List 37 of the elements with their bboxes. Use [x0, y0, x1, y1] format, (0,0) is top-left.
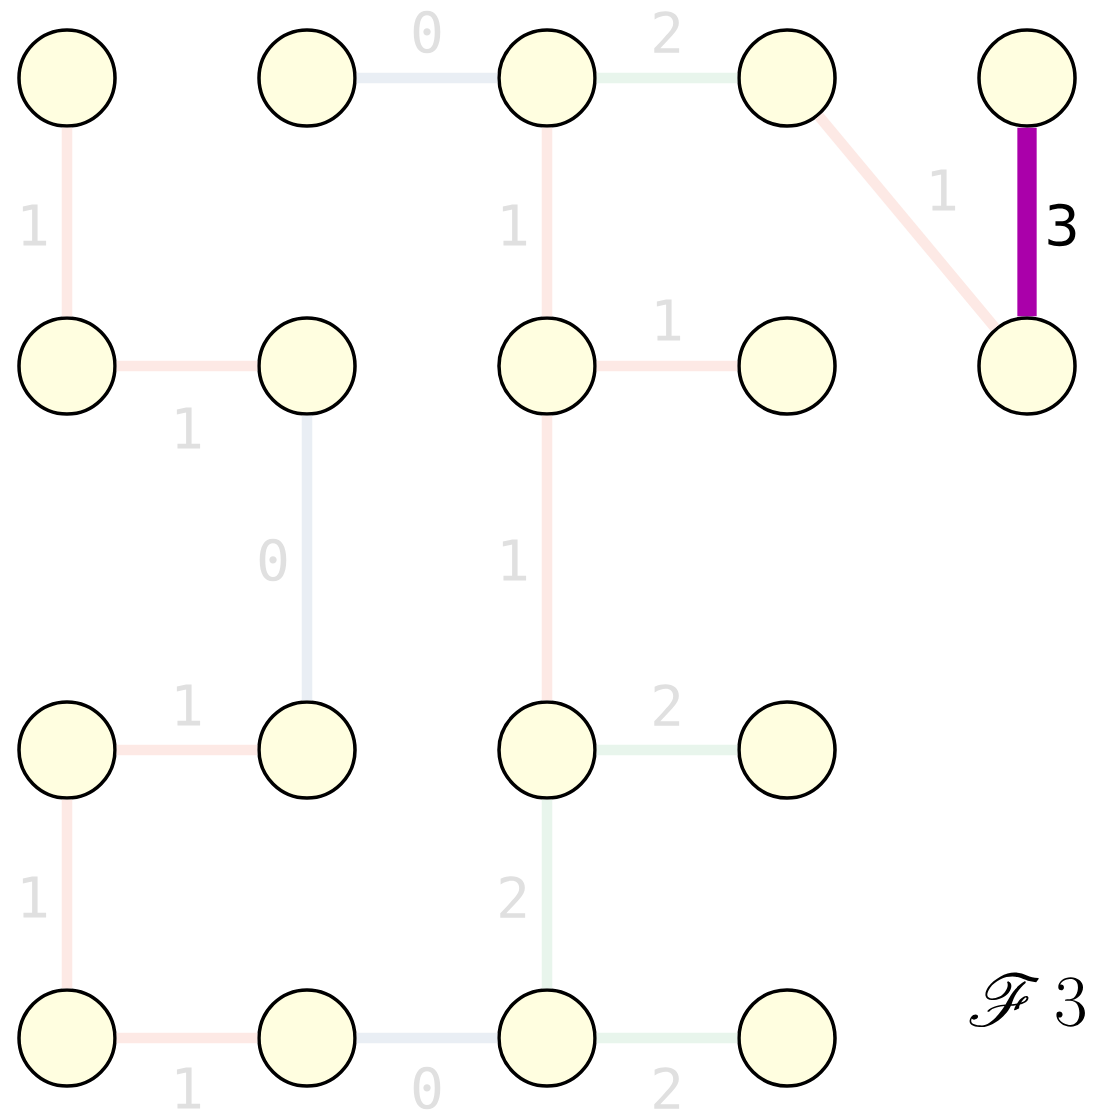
circle-node [737, 28, 837, 128]
circle-node [977, 28, 1077, 128]
edge-line [541, 127, 553, 317]
edge-label: 3 [1040, 200, 1084, 250]
edge-line [596, 72, 738, 84]
edge-line [596, 744, 738, 756]
circle-node [257, 316, 357, 416]
edge-line [596, 360, 738, 372]
circle-node [257, 28, 357, 128]
circle-node [17, 988, 117, 1088]
circle-node [977, 316, 1077, 416]
edge-line [116, 360, 258, 372]
circle-node [497, 316, 597, 416]
circle-node [737, 700, 837, 800]
edge-line [356, 72, 498, 84]
edge-line [356, 1032, 498, 1044]
edge-line [814, 112, 1000, 332]
edge-line [301, 415, 313, 701]
edge-line [61, 127, 73, 317]
edge-line [541, 415, 553, 701]
circle-node [737, 316, 837, 416]
circle-node [17, 28, 117, 128]
circle-node [17, 700, 117, 800]
circle-node [497, 28, 597, 128]
family-label: $\mathscr{F}\,3$ [969, 972, 1085, 1028]
circle-node [257, 988, 357, 1088]
circle-node [497, 988, 597, 1088]
circle-node [17, 316, 117, 416]
edge-line [596, 1032, 738, 1044]
circle-node [257, 700, 357, 800]
circle-node [497, 700, 597, 800]
circle-node [737, 988, 837, 1088]
edge-line [61, 799, 73, 989]
edge-line [116, 1032, 258, 1044]
edge-line [541, 799, 553, 989]
edge-line [116, 744, 258, 756]
edge-line [1017, 127, 1037, 317]
